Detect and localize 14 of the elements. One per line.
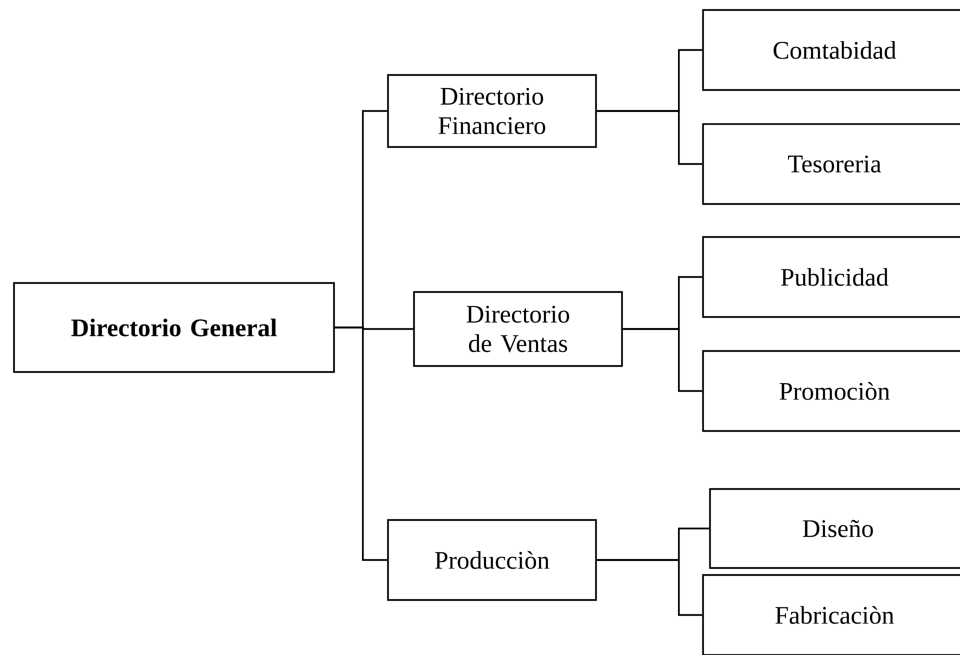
org-box: Directorio Financiero	[387, 74, 597, 148]
org-box: Comtabidad	[702, 9, 960, 91]
org-box: Publicidad	[702, 236, 960, 318]
connector-line	[334, 326, 388, 561]
org-box: Tesoreria	[702, 123, 960, 205]
connector-line	[596, 110, 702, 165]
org-box: Diseño	[709, 488, 960, 569]
connector-line	[596, 559, 702, 616]
connector-line	[622, 328, 702, 392]
org-box: Producciòn	[387, 519, 597, 601]
org-box: Directorio General	[13, 282, 335, 373]
org-box: Fabricaciòn	[702, 574, 960, 655]
org-box: Directorio de Ventas	[413, 291, 623, 367]
org-box: Promociòn	[702, 350, 960, 432]
